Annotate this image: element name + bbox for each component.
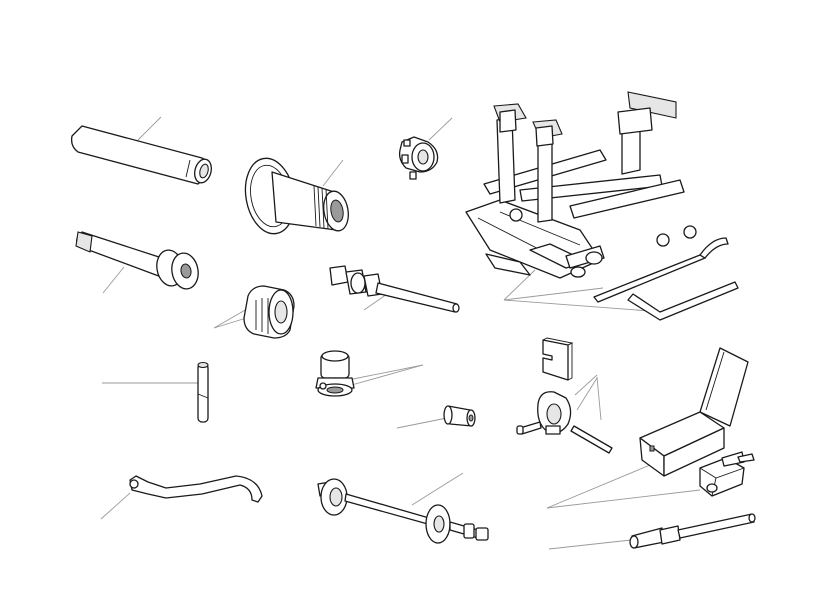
stepped-bushing: [75, 231, 199, 290]
guide-tube: [70, 125, 212, 185]
engine-stand: [465, 91, 739, 321]
leader-lines: [100, 116, 701, 550]
ring-clamp: [398, 136, 439, 180]
small-bushing: [443, 405, 476, 427]
split-collar: [243, 285, 295, 339]
socket-adapter: [315, 350, 355, 397]
locator-plate: [542, 337, 574, 381]
slide-hammer-rod: [629, 513, 756, 549]
dowel-pin: [197, 361, 209, 423]
flanged-sleeve: [244, 157, 349, 235]
bearing-puller: [317, 478, 489, 544]
tool-box: [639, 347, 749, 477]
threaded-rod: [329, 265, 460, 313]
pin-extractor: [516, 391, 613, 454]
clamp-block: [699, 451, 755, 497]
hook-spanner: [129, 475, 263, 503]
